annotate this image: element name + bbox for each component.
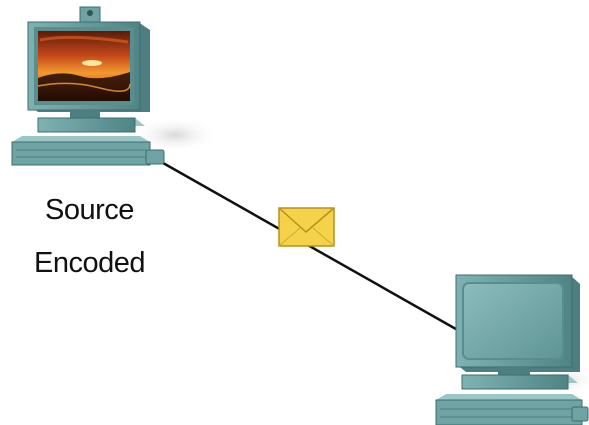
encoded-label: Encoded <box>34 247 146 279</box>
source-label: Source <box>45 194 134 226</box>
destination-computer <box>435 274 589 425</box>
source-computer <box>11 6 220 166</box>
network-link <box>155 157 471 339</box>
sunset-image <box>37 31 131 101</box>
envelope-icon <box>278 207 335 247</box>
